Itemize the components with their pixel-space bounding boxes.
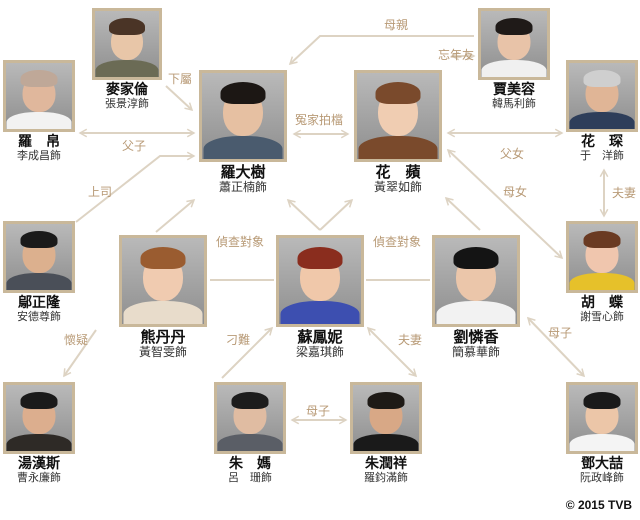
portrait-photo [3, 60, 75, 132]
character-name: 朱 媽 [229, 456, 271, 472]
relationship-label: 夫妻 [398, 333, 423, 347]
portrait-photo [566, 221, 638, 293]
character-kamyung: 賈美容韓馬利飾 [478, 8, 550, 111]
actor-credit: 呂 珊飾 [228, 471, 272, 485]
relationship-label: 父女 [500, 147, 525, 161]
portrait-photo [3, 382, 75, 454]
actor-credit: 張景淳飾 [105, 97, 149, 111]
character-name: 蘇鳳妮 [297, 328, 343, 346]
character-name: 花 蘋 [375, 163, 421, 181]
relationship-label: 母親 [384, 18, 409, 32]
character-name: 劉憐香 [453, 328, 499, 346]
character-name: 胡 蝶 [581, 295, 623, 311]
character-chuyunchung: 朱潤祥羅鈞滿飾 [350, 382, 422, 485]
portrait-photo [432, 235, 520, 327]
edge-suspect [64, 329, 97, 376]
relationship-label: 刁難 [226, 333, 251, 347]
character-sofungni: 蘇鳳妮梁嘉琪飾 [276, 235, 364, 360]
character-hungdandan: 熊丹丹黃智雯飾 [119, 235, 207, 360]
character-fahing: 花 蘋黃翠如飾 [354, 70, 442, 195]
relationship-label: 忘年友 [438, 48, 475, 62]
character-name: 鄔正隆 [18, 295, 60, 311]
edge-boss [75, 156, 194, 223]
character-name: 湯漢斯 [18, 456, 60, 472]
character-tangtaikit: 鄧大喆阮政峰飾 [566, 382, 638, 485]
portrait-photo [214, 382, 286, 454]
actor-credit: 簡慕華飾 [451, 345, 500, 360]
edge-mother [290, 35, 474, 64]
relationship-label: 偵查對象 [216, 235, 265, 249]
actor-credit: 黃智雯飾 [138, 345, 187, 360]
relationship-label: 偵查對象 [373, 235, 422, 249]
character-name: 朱潤祥 [365, 456, 407, 472]
actor-credit: 安德尊飾 [17, 310, 61, 324]
character-name: 麥家倫 [106, 82, 148, 98]
character-name: 鄧大喆 [581, 456, 623, 472]
actor-credit: 蕭正楠飾 [218, 180, 267, 195]
character-wudip: 胡 蝶謝雪心飾 [566, 221, 638, 324]
edge-lau-fa [446, 198, 481, 231]
copyright-notice: © 2015 TVB [565, 498, 632, 512]
portrait-photo [566, 60, 638, 132]
relationship-label: 父子 [122, 139, 147, 153]
edge-harass [221, 328, 272, 379]
relationship-label: 母子 [548, 326, 573, 340]
edge-subordinate [165, 85, 192, 110]
portrait-photo [354, 70, 442, 162]
relationship-label: 懷疑 [64, 333, 89, 347]
portrait-photo [566, 382, 638, 454]
portrait-photo [119, 235, 207, 327]
actor-credit: 李成昌飾 [17, 149, 61, 163]
character-chuma: 朱 媽呂 珊飾 [214, 382, 286, 485]
portrait-photo [3, 221, 75, 293]
relationship-label: 上司 [88, 185, 113, 199]
portrait-photo [199, 70, 287, 162]
character-fachoi: 花 琛于 洋飾 [566, 60, 638, 163]
actor-credit: 韓馬利飾 [492, 97, 536, 111]
character-lobo: 羅 帛李成昌飾 [3, 60, 75, 163]
actor-credit: 曹永廉飾 [17, 471, 61, 485]
relationship-label: 夫妻 [612, 186, 637, 200]
relationship-label: 冤家拍檔 [295, 113, 344, 127]
edge-hung-lo [155, 200, 194, 233]
character-tonghonsze: 湯漢斯曹永廉飾 [3, 382, 75, 485]
character-laulinheung: 劉憐香簡慕華飾 [432, 235, 520, 360]
portrait-photo [350, 382, 422, 454]
character-name: 花 琛 [581, 134, 623, 150]
character-name: 羅大樹 [220, 163, 266, 181]
edge-mother-son-right [528, 318, 584, 376]
actor-credit: 黃翠如飾 [373, 180, 422, 195]
character-lotaishu: 羅大樹蕭正楠飾 [199, 70, 287, 195]
relationship-label: 下屬 [168, 72, 193, 86]
relationship-label: 母子 [306, 404, 331, 418]
actor-credit: 阮政峰飾 [580, 471, 624, 485]
character-name: 賈美容 [493, 82, 535, 98]
character-mai: 麥家倫張景淳飾 [92, 8, 162, 111]
edge-so-fa [319, 200, 352, 231]
actor-credit: 謝雪心飾 [580, 310, 624, 324]
edge-mother-daughter [448, 150, 562, 258]
character-kwok: 鄔正隆安德尊飾 [3, 221, 75, 324]
character-name: 熊丹丹 [140, 328, 186, 346]
edge-couple-bottom [368, 328, 416, 376]
portrait-photo [478, 8, 550, 80]
actor-credit: 梁嘉琪飾 [295, 345, 344, 360]
relationship-label: 母女 [503, 185, 528, 199]
portrait-photo [276, 235, 364, 327]
character-name: 羅 帛 [18, 134, 60, 150]
actor-credit: 于 洋飾 [580, 149, 624, 163]
portrait-photo [92, 8, 162, 80]
actor-credit: 羅鈞滿飾 [364, 471, 408, 485]
edge-so-lo [288, 200, 321, 231]
